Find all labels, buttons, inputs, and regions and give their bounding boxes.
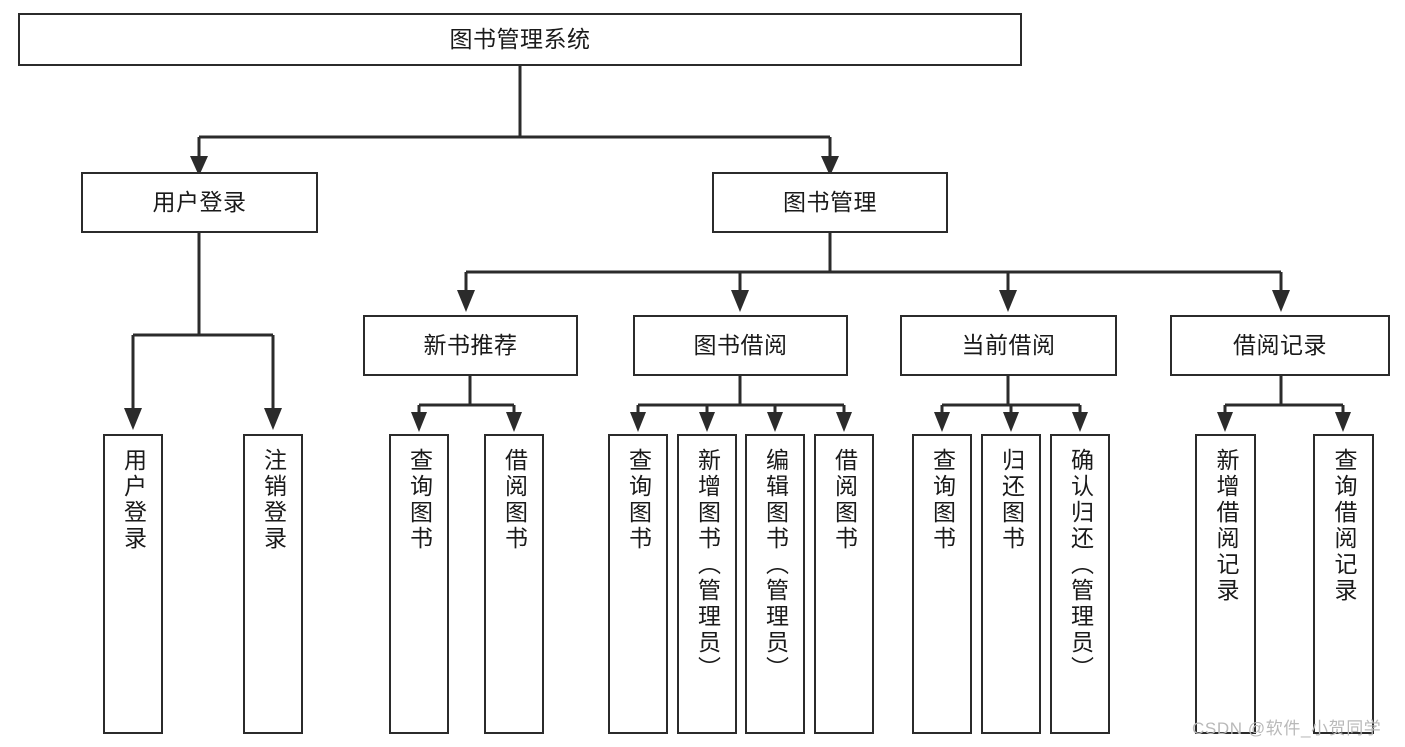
node-leaf-edit-book-label: 编辑图书（管理员）	[762, 448, 789, 682]
node-leaf-query-record[interactable]: 查询借阅记录	[1313, 434, 1374, 734]
node-leaf-logout-label: 注销登录	[260, 448, 287, 552]
node-book-manage[interactable]: 图书管理	[712, 172, 948, 233]
node-new-book-recommend[interactable]: 新书推荐	[363, 315, 578, 376]
node-leaf-logout[interactable]: 注销登录	[243, 434, 303, 734]
node-leaf-borrow-book-1[interactable]: 借阅图书	[484, 434, 544, 734]
csdn-watermark: CSDN @软件_小贺同学	[1192, 719, 1382, 738]
node-leaf-borrow-book-2-label: 借阅图书	[831, 448, 858, 552]
node-leaf-borrow-book-2[interactable]: 借阅图书	[814, 434, 874, 734]
node-book-manage-label: 图书管理	[783, 188, 877, 215]
node-leaf-confirm-return[interactable]: 确认归还（管理员）	[1050, 434, 1110, 734]
node-leaf-user-login-label: 用户登录	[120, 448, 147, 552]
node-leaf-query-book-3[interactable]: 查询图书	[912, 434, 972, 734]
node-leaf-query-book-2-label: 查询图书	[625, 448, 652, 552]
node-leaf-query-book-1-label: 查询图书	[406, 448, 433, 552]
node-leaf-query-book-3-label: 查询图书	[929, 448, 956, 552]
node-leaf-return-book[interactable]: 归还图书	[981, 434, 1041, 734]
node-root[interactable]: 图书管理系统	[18, 13, 1022, 66]
node-leaf-add-record-label: 新增借阅记录	[1213, 448, 1239, 604]
node-borrow-record[interactable]: 借阅记录	[1170, 315, 1390, 376]
node-book-borrow-label: 图书借阅	[693, 331, 788, 358]
node-leaf-query-book-1[interactable]: 查询图书	[389, 434, 449, 734]
node-root-label: 图书管理系统	[449, 25, 591, 52]
node-borrow-record-label: 借阅记录	[1233, 331, 1327, 358]
node-leaf-user-login[interactable]: 用户登录	[103, 434, 163, 734]
node-leaf-return-book-label: 归还图书	[998, 448, 1025, 552]
node-leaf-query-book-2[interactable]: 查询图书	[608, 434, 668, 734]
node-leaf-edit-book[interactable]: 编辑图书（管理员）	[745, 434, 805, 734]
node-leaf-add-book[interactable]: 新增图书（管理员）	[677, 434, 737, 734]
node-user-login-label: 用户登录	[152, 188, 247, 215]
node-leaf-borrow-book-1-label: 借阅图书	[501, 448, 528, 552]
node-book-borrow[interactable]: 图书借阅	[633, 315, 848, 376]
node-new-book-recommend-label: 新书推荐	[423, 331, 518, 358]
node-leaf-add-book-label: 新增图书（管理员）	[694, 448, 721, 682]
node-current-borrow-label: 当前借阅	[961, 331, 1056, 358]
node-current-borrow[interactable]: 当前借阅	[900, 315, 1117, 376]
node-user-login[interactable]: 用户登录	[81, 172, 318, 233]
node-leaf-confirm-return-label: 确认归还（管理员）	[1067, 448, 1094, 682]
node-leaf-query-record-label: 查询借阅记录	[1331, 448, 1357, 604]
node-leaf-add-record[interactable]: 新增借阅记录	[1195, 434, 1256, 734]
